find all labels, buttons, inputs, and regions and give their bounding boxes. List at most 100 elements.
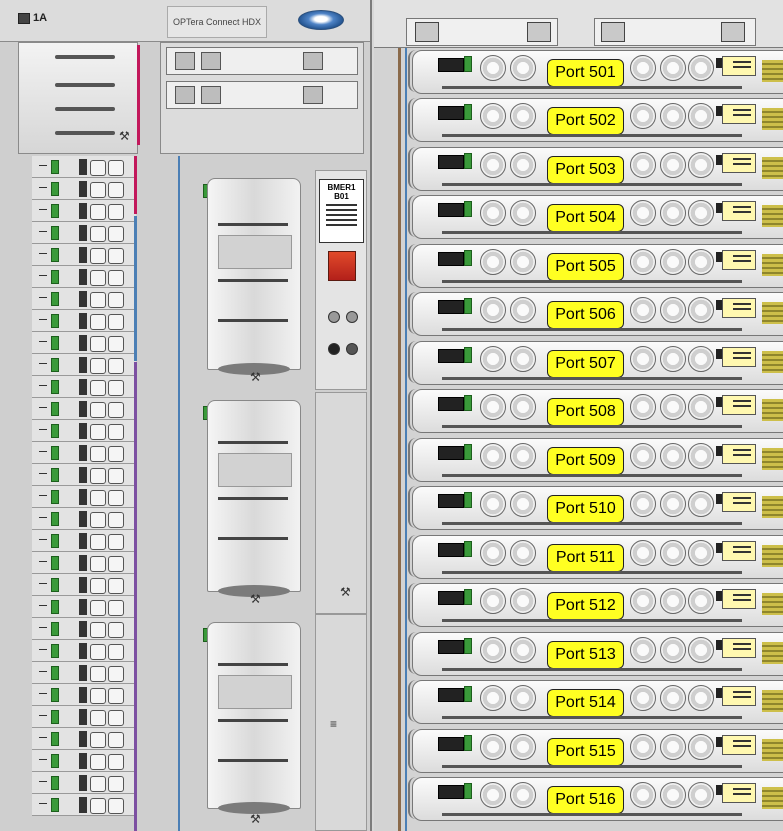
circuit-pack-row[interactable] [32, 288, 136, 310]
circuit-pack-row[interactable] [32, 442, 136, 464]
circuit-pack-row[interactable] [32, 618, 136, 640]
port-label[interactable]: Port 516 [547, 786, 624, 814]
circuit-pack-row[interactable] [32, 750, 136, 772]
circuit-pack-row[interactable] [32, 398, 136, 420]
circuit-pack-row[interactable] [32, 464, 136, 486]
circuit-pack-row[interactable] [32, 420, 136, 442]
port-card[interactable]: Port 511 [412, 535, 783, 579]
circuit-pack-row[interactable] [32, 684, 136, 706]
large-circuit-pack[interactable]: ⚒ [195, 394, 305, 614]
port-label[interactable]: Port 508 [547, 398, 624, 426]
port-card[interactable]: Port 501 [412, 50, 783, 94]
fiber-connector-icon [510, 346, 536, 372]
card-lever[interactable] [408, 50, 420, 92]
card-lever[interactable] [408, 632, 420, 674]
card-lever[interactable] [408, 535, 420, 577]
large-circuit-pack[interactable]: ⚒ [195, 172, 305, 392]
port-card[interactable]: Port 510 [412, 486, 783, 530]
circuit-pack-row[interactable] [32, 178, 136, 200]
circuit-pack-row[interactable] [32, 244, 136, 266]
port-label[interactable]: Port 507 [547, 350, 624, 378]
port-label[interactable]: Port 502 [547, 107, 624, 135]
port-label[interactable]: Port 511 [547, 544, 624, 572]
card-lever[interactable] [408, 195, 420, 237]
bmer-panel[interactable]: BMER1 B01 [315, 170, 367, 390]
port-card[interactable]: Port 507 [412, 341, 783, 385]
header-module[interactable] [406, 18, 558, 46]
port-label[interactable]: Port 509 [547, 447, 624, 475]
port-card[interactable]: Port 515 [412, 729, 783, 773]
card-lever[interactable] [408, 729, 420, 771]
card-lever[interactable] [408, 98, 420, 140]
port-label[interactable]: Port 515 [547, 738, 624, 766]
circuit-pack-row[interactable] [32, 508, 136, 530]
knob-icon[interactable] [328, 311, 340, 323]
circuit-pack-row[interactable] [32, 794, 136, 816]
port-card[interactable]: Port 504 [412, 195, 783, 239]
card-lever[interactable] [408, 389, 420, 431]
circuit-pack-row[interactable] [32, 552, 136, 574]
fan-slot[interactable] [166, 47, 358, 75]
fiber-bundle [762, 108, 783, 130]
circuit-pack-row[interactable] [32, 772, 136, 794]
circuit-pack-row[interactable] [32, 310, 136, 332]
port-label[interactable]: Port 504 [547, 204, 624, 232]
port-label[interactable]: Port 505 [547, 253, 624, 281]
header-module[interactable] [594, 18, 756, 46]
latch [79, 423, 87, 439]
circuit-pack-row[interactable] [32, 156, 136, 178]
circuit-pack-row[interactable] [32, 640, 136, 662]
circuit-pack-row[interactable] [32, 728, 136, 750]
circuit-pack-row[interactable] [32, 486, 136, 508]
port-card[interactable]: Port 502 [412, 98, 783, 142]
port-card[interactable]: Port 516 [412, 777, 783, 821]
card-lever[interactable] [408, 438, 420, 480]
port-card[interactable]: Port 509 [412, 438, 783, 482]
circuit-pack-row[interactable] [32, 662, 136, 684]
slot-tick [39, 319, 47, 320]
card-lever[interactable] [408, 292, 420, 334]
circuit-pack-row[interactable] [32, 222, 136, 244]
circuit-pack-row[interactable] [32, 530, 136, 552]
card-lever[interactable] [408, 680, 420, 722]
card-lever[interactable] [408, 777, 420, 819]
circuit-pack-row[interactable] [32, 596, 136, 618]
port-label[interactable]: Port 514 [547, 689, 624, 717]
port-label[interactable]: Port 513 [547, 641, 624, 669]
port-card[interactable]: Port 506 [412, 292, 783, 336]
port-label[interactable]: Port 510 [547, 495, 624, 523]
port-card[interactable]: Port 514 [412, 680, 783, 724]
card-lever[interactable] [408, 244, 420, 286]
port-label[interactable]: Port 503 [547, 156, 624, 184]
port-card[interactable]: Port 508 [412, 389, 783, 433]
port-label[interactable]: Port 506 [547, 301, 624, 329]
port-card[interactable]: Port 503 [412, 147, 783, 191]
card-lever[interactable] [408, 147, 420, 189]
fan-tray[interactable] [160, 42, 364, 154]
circuit-pack-row[interactable] [32, 574, 136, 596]
shelf-id[interactable]: 1A [18, 12, 47, 24]
port-card[interactable]: Port 512 [412, 583, 783, 627]
port-card[interactable]: Port 513 [412, 632, 783, 676]
circuit-pack-row[interactable] [32, 200, 136, 222]
card-lever[interactable] [408, 583, 420, 625]
port-card[interactable]: Port 505 [412, 244, 783, 288]
card-lever[interactable] [408, 486, 420, 528]
circuit-pack-row[interactable] [32, 332, 136, 354]
large-circuit-pack[interactable]: ⚒ [195, 616, 305, 831]
port-label[interactable]: Port 512 [547, 592, 624, 620]
grip-bar [218, 759, 288, 762]
card-lever[interactable] [408, 341, 420, 383]
fan-slot[interactable] [166, 81, 358, 109]
circuit-pack-row[interactable] [32, 354, 136, 376]
power-card[interactable]: ⚒ [18, 42, 138, 154]
fiber-connector-icon [510, 588, 536, 614]
circuit-pack-row[interactable] [32, 376, 136, 398]
circuit-pack-row[interactable] [32, 266, 136, 288]
port-label[interactable]: Port 501 [547, 59, 624, 87]
circuit-pack-row[interactable] [32, 706, 136, 728]
knob-icon[interactable] [346, 343, 358, 355]
latch [79, 467, 87, 483]
knob-icon[interactable] [328, 343, 340, 355]
knob-icon[interactable] [346, 311, 358, 323]
